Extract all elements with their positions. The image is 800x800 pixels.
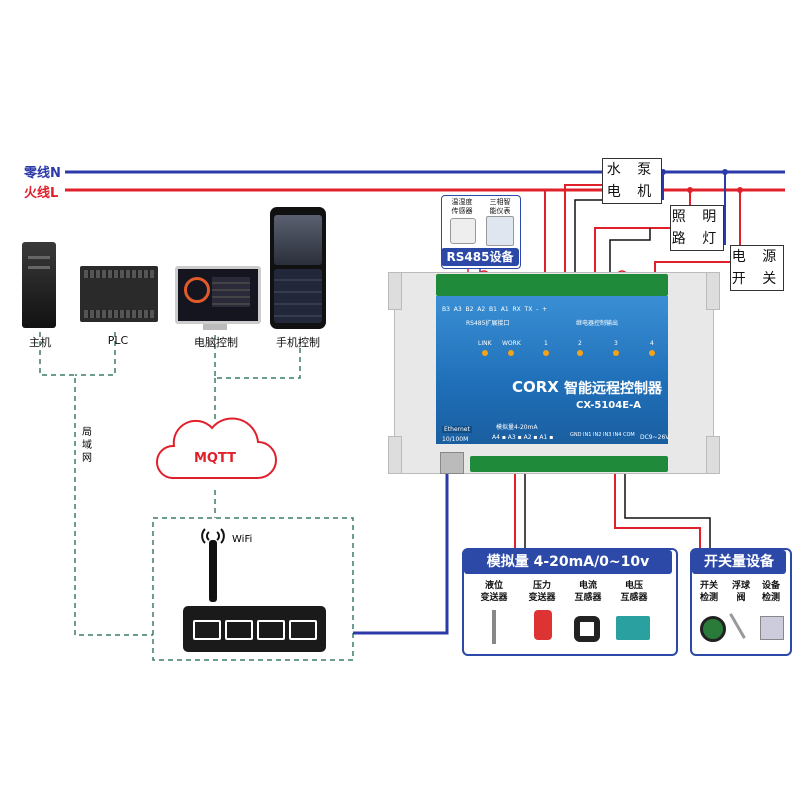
mqtt-cloud bbox=[156, 417, 277, 479]
ch3-led bbox=[613, 350, 619, 356]
plc-image bbox=[80, 266, 158, 322]
speed-label: 10/100M bbox=[442, 436, 469, 443]
pressure-transmitter-image bbox=[534, 610, 552, 640]
rs485-title: RS485设备 bbox=[441, 248, 519, 266]
mqtt-label: MQTT bbox=[193, 451, 237, 466]
switch-item-1: 开关 检测 bbox=[699, 581, 718, 603]
product-name: 智能远程控制器 bbox=[564, 381, 662, 397]
analog-in-label: 模拟量4-20mA bbox=[496, 424, 538, 431]
router-port-4[interactable] bbox=[289, 620, 317, 640]
rs485-sensor-1-label: 温湿度 传感器 bbox=[451, 198, 473, 215]
router-port-3[interactable] bbox=[257, 620, 285, 640]
switch-detect-image bbox=[700, 616, 726, 642]
pump-line-2: 电 机 bbox=[606, 184, 658, 200]
power-line-1: 电 源 bbox=[731, 249, 783, 265]
work-label: WORK bbox=[502, 340, 521, 347]
analog-item-1: 液位 变送器 bbox=[480, 581, 508, 603]
phone-label: 手机控制 bbox=[276, 336, 320, 349]
host-computer-image bbox=[22, 242, 56, 328]
router-port-1[interactable] bbox=[193, 620, 221, 640]
lighting-box: 照 明 路 灯 bbox=[670, 205, 724, 251]
plc-label: PLC bbox=[107, 334, 129, 347]
model-number: CX-5104E-A bbox=[576, 400, 641, 411]
wifi-icon bbox=[201, 528, 225, 544]
ethernet-label: Ethernet bbox=[442, 426, 472, 433]
three-phase-meter-image bbox=[486, 216, 514, 246]
link-label: LINK bbox=[478, 340, 492, 347]
ch2-label: 2 bbox=[578, 340, 582, 347]
current-transformer-image bbox=[574, 616, 600, 642]
ch1-led bbox=[543, 350, 549, 356]
switch-panel-title: 开关量设备 bbox=[692, 550, 786, 574]
ch4-led bbox=[649, 350, 655, 356]
pump-line-1: 水 泵 bbox=[606, 162, 658, 178]
top-terminals-label: B3 A3 B2 A2 B1 A1 RX TX - + bbox=[442, 306, 548, 313]
pump-motor-box: 水 泵 电 机 bbox=[602, 158, 662, 204]
analog-item-3: 电流 互感器 bbox=[574, 581, 602, 603]
power-in-label: DC9~26V bbox=[640, 434, 670, 441]
rs485-port-label: RS485扩展接口 bbox=[466, 320, 510, 327]
pc-monitor-image bbox=[175, 266, 261, 324]
level-transmitter-image bbox=[492, 610, 496, 644]
wifi-label: WiFi bbox=[232, 534, 253, 545]
analog-terms-label: A4 ▪ A3 ▪ A2 ▪ A1 ▪ bbox=[492, 434, 554, 441]
top-terminal-strip bbox=[436, 274, 668, 296]
lamp-line-1: 照 明 bbox=[671, 209, 723, 225]
analog-item-4: 电压 互感器 bbox=[620, 581, 648, 603]
di-terms-label: GND IN1 IN2 IN3 IN4 COM bbox=[570, 432, 635, 438]
temp-humidity-sensor-image bbox=[450, 218, 476, 244]
ch1-label: 1 bbox=[544, 340, 548, 347]
phone-image bbox=[270, 207, 326, 329]
neutral-label: 零线N bbox=[24, 166, 61, 181]
work-led bbox=[508, 350, 514, 356]
switch-item-3: 设备 检测 bbox=[761, 581, 780, 603]
link-led bbox=[482, 350, 488, 356]
power-line-2: 开 关 bbox=[731, 271, 783, 287]
controller-panel: B3 A3 B2 A2 B1 A1 RX TX - + RS485扩展接口 继电… bbox=[436, 296, 670, 444]
host-label: 主机 bbox=[29, 336, 51, 349]
ethernet-cable bbox=[353, 462, 449, 635]
ethernet-port[interactable] bbox=[440, 452, 464, 474]
live-label: 火线L bbox=[24, 186, 59, 201]
device-detect-image bbox=[760, 616, 784, 640]
analog-panel-title: 模拟量 4-20mA/0~10v bbox=[464, 550, 672, 574]
router-port-2[interactable] bbox=[225, 620, 253, 640]
rs485-sensor-2-label: 三相智 能仪表 bbox=[489, 198, 511, 215]
ch2-led bbox=[577, 350, 583, 356]
power-switch-box: 电 源 开 关 bbox=[730, 245, 784, 291]
switch-item-2: 浮球 阀 bbox=[731, 581, 750, 603]
lamp-line-2: 路 灯 bbox=[671, 231, 723, 247]
ch3-label: 3 bbox=[614, 340, 618, 347]
voltage-transformer-image bbox=[616, 616, 650, 640]
analog-item-2: 压力 变送器 bbox=[528, 581, 556, 603]
relay-out-label: 继电器控制输出 bbox=[576, 320, 619, 327]
wifi-antenna bbox=[209, 540, 217, 602]
brand-label: CORX bbox=[512, 378, 559, 396]
lan-label: 局 域 网 bbox=[82, 427, 92, 464]
ch4-label: 4 bbox=[650, 340, 654, 347]
lan-line bbox=[39, 332, 153, 636]
bottom-terminal-strip bbox=[470, 456, 668, 472]
router bbox=[183, 606, 326, 652]
pc-label: 电脑控制 bbox=[194, 336, 238, 349]
